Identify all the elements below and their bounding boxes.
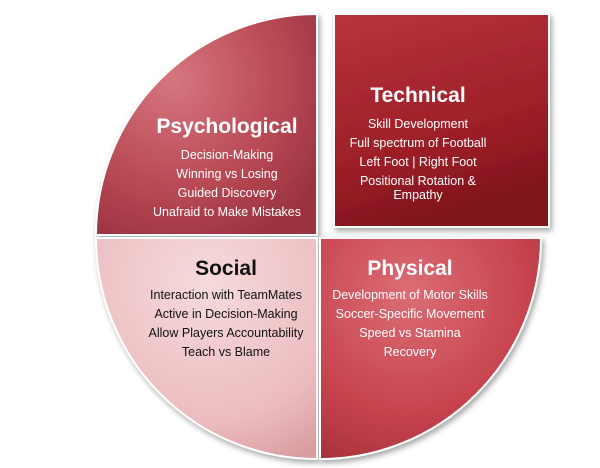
psychological-item: Winning vs Losing [176,167,277,181]
social-item: Allow Players Accountability [149,326,305,340]
psychological-item: Guided Discovery [178,186,277,200]
physical-item: Soccer-Specific Movement [336,307,485,321]
physical-item: Development of Motor Skills [332,288,488,302]
technical-item: Full spectrum of Football [350,136,487,150]
quadrant-technical [333,13,550,228]
physical-item: Speed vs Stamina [359,326,460,340]
psychological-item: Unafraid to Make Mistakes [153,205,301,219]
quadrant-physical [319,237,543,461]
social-item: Active in Decision-Making [154,307,297,321]
physical-item: Recovery [384,345,438,359]
technical-item: Left Foot | Right Foot [359,155,477,169]
technical-title: Technical [370,84,465,107]
social-title: Social [195,257,257,280]
technical-item: Skill Development [368,117,469,131]
technical-item: Empathy [393,188,443,202]
quadrant-psychological [94,12,318,236]
social-item: Interaction with TeamMates [150,288,302,302]
technical-item: Positional Rotation & [360,174,477,188]
physical-title: Physical [367,257,452,280]
social-item: Teach vs Blame [182,345,270,359]
psychological-title: Psychological [156,115,297,138]
psychological-item: Decision-Making [181,148,273,162]
quadrant-social [94,237,318,461]
